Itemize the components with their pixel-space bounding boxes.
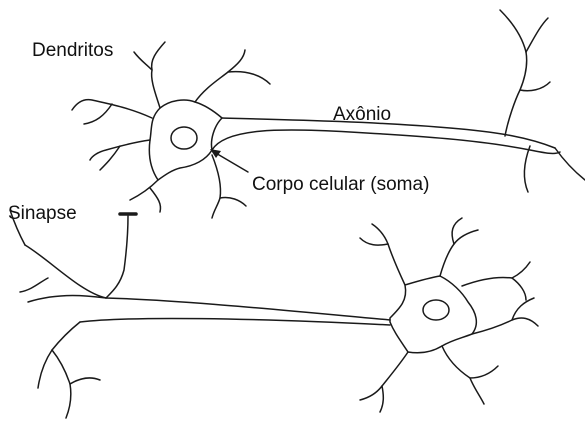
upper-axon-terminal <box>526 18 548 52</box>
upper-nucleus <box>171 127 197 149</box>
upper-dendrite <box>152 42 165 108</box>
lower-axon-lower <box>80 318 390 325</box>
lower-dendrite <box>472 318 538 334</box>
upper-dendrite <box>72 100 152 118</box>
label-synapse: Sinapse <box>8 203 77 224</box>
lower-axon-terminal <box>70 378 100 384</box>
lower-axon-terminal <box>20 278 48 292</box>
lower-axon-bottom <box>28 296 106 303</box>
lower-nucleus <box>423 300 449 320</box>
lower-dendrite <box>442 346 484 404</box>
upper-dendrite-branch <box>150 188 161 212</box>
lower-dendrite-branch <box>512 298 534 320</box>
lower-dendrite-branch <box>512 278 526 300</box>
upper-dendrite <box>195 50 245 102</box>
pointer-line <box>214 152 248 172</box>
label-dendrites: Dendritos <box>32 40 113 61</box>
upper-soma <box>149 100 222 180</box>
lower-axon-top <box>25 245 390 320</box>
lower-dendrite <box>462 262 530 286</box>
lower-dendrite <box>372 224 405 285</box>
lower-axon-terminal <box>52 350 71 418</box>
upper-dendrite <box>90 140 150 160</box>
lower-dendrite <box>360 352 408 400</box>
upper-dendrite <box>212 155 221 218</box>
upper-dendrite-branch <box>228 72 270 84</box>
pointer-arrowhead <box>210 149 221 158</box>
lower-dendrite-branch <box>360 238 388 245</box>
upper-dendrite-branch <box>134 52 152 70</box>
upper-dendrite-branch <box>220 197 246 206</box>
synapse-dendrite <box>106 216 128 298</box>
synapse <box>106 214 136 298</box>
lower-axon-terminal <box>38 322 80 388</box>
lower-dendrite <box>440 230 478 276</box>
lower-soma <box>390 276 476 353</box>
upper-dendrite <box>130 180 158 200</box>
upper-axon-terminal <box>524 146 530 192</box>
cell-body-pointer <box>214 152 248 172</box>
upper-axon-terminal <box>520 82 550 91</box>
label-axon: Axônio <box>333 104 391 125</box>
lower-neuron <box>10 210 538 418</box>
upper-axon-bottom <box>212 130 560 154</box>
lower-dendrite-branch <box>470 366 498 378</box>
upper-dendrite-branch <box>84 104 112 124</box>
label-cell-body: Corpo celular (soma) <box>252 174 429 195</box>
lower-dendrite-branch <box>380 386 383 412</box>
upper-axon-terminal <box>500 10 526 52</box>
upper-axon-terminal <box>505 52 527 136</box>
